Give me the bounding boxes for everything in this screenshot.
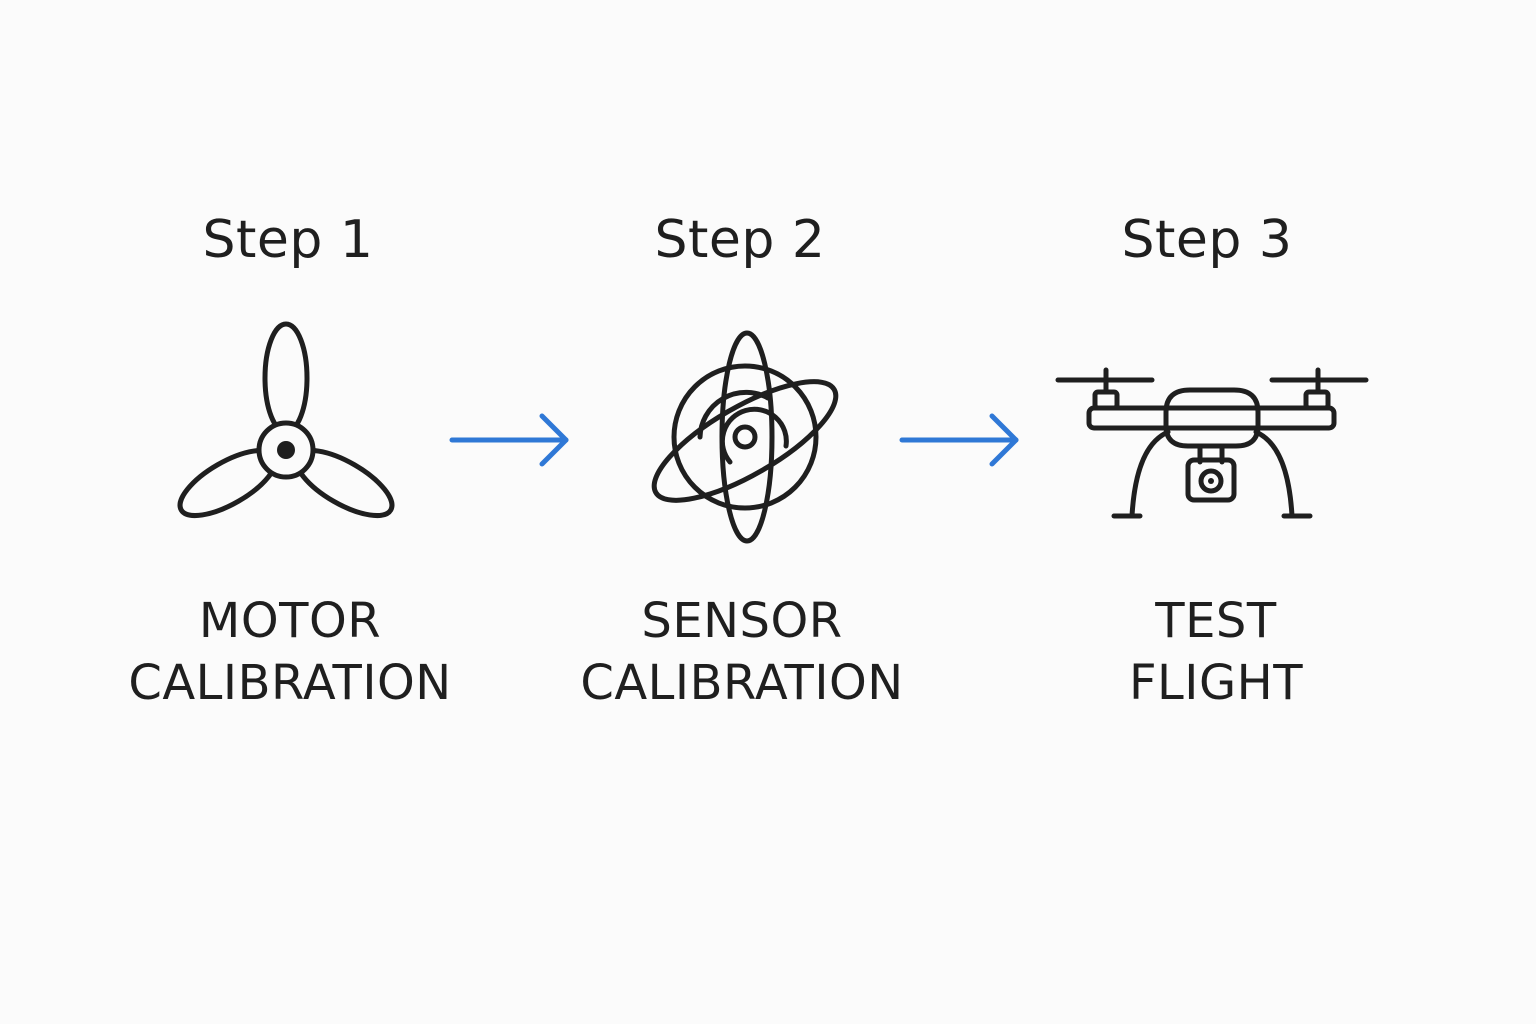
step-1-heading: Step 1 (202, 210, 374, 270)
step-1-caption-line-2: CALIBRATION (128, 655, 452, 711)
step-2-heading: Step 2 (654, 210, 826, 270)
step-2-caption-line-1: SENSOR (641, 593, 843, 649)
step-3-caption: TEST FLIGHT (1006, 590, 1426, 714)
step-1-caption-line-1: MOTOR (198, 593, 382, 649)
step-2-caption-line-2: CALIBRATION (580, 655, 904, 711)
step-3-caption-line-2: FLIGHT (1128, 655, 1304, 711)
drone-icon (1055, 367, 1369, 519)
step-2-caption: SENSOR CALIBRATION (532, 590, 952, 714)
step-3-caption-line-1: TEST (1155, 593, 1277, 649)
step-1-caption: MOTOR CALIBRATION (80, 590, 500, 714)
arrow-right-icon (899, 413, 1019, 467)
gyroscope-sensor-icon (651, 330, 839, 544)
step-3-heading: Step 3 (1121, 210, 1293, 270)
propeller-icon (177, 321, 395, 519)
arrow-right-icon (449, 413, 569, 467)
